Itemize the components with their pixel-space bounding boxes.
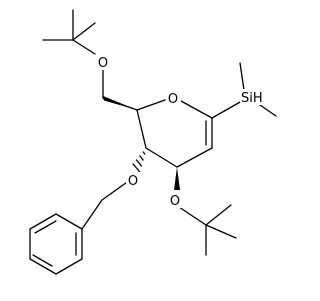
bond: [256, 102, 277, 117]
wedge-bond: [174, 167, 180, 190]
bond: [55, 258, 83, 275]
bond: [239, 62, 245, 91]
bond: [34, 220, 57, 234]
wedge-bond: [102, 95, 137, 110]
atom-silicon: SiH: [240, 89, 266, 106]
svg-text:O: O: [98, 56, 108, 71]
atom-oxygen-top: O: [96, 54, 111, 71]
bond: [180, 100, 213, 119]
bond: [81, 199, 103, 230]
bond: [136, 99, 166, 111]
bond: [72, 39, 96, 55]
svg-text:O: O: [168, 92, 178, 107]
atom-ring-oxygen: O: [166, 90, 181, 107]
svg-text:O: O: [170, 194, 180, 209]
bond-lines: [29, 9, 277, 275]
bond: [211, 100, 243, 119]
atom-oxygen-benzyl: O: [126, 172, 141, 189]
bond: [32, 254, 53, 267]
molecule-structure-diagram: O O O O SiH: [29, 9, 277, 275]
bond: [72, 22, 96, 41]
bond: [136, 109, 147, 149]
bond: [55, 213, 83, 230]
atom-oxygen-bottom: O: [168, 192, 183, 209]
hashed-wedge-bond: [132, 151, 146, 173]
bond: [205, 204, 232, 226]
bond: [175, 204, 207, 226]
bond: [29, 258, 57, 275]
svg-text:SiH: SiH: [241, 91, 263, 106]
bond: [101, 179, 131, 201]
bond: [29, 213, 57, 230]
bond: [176, 147, 213, 168]
bond: [145, 147, 178, 168]
bond: [205, 224, 237, 239]
svg-text:O: O: [128, 174, 138, 189]
